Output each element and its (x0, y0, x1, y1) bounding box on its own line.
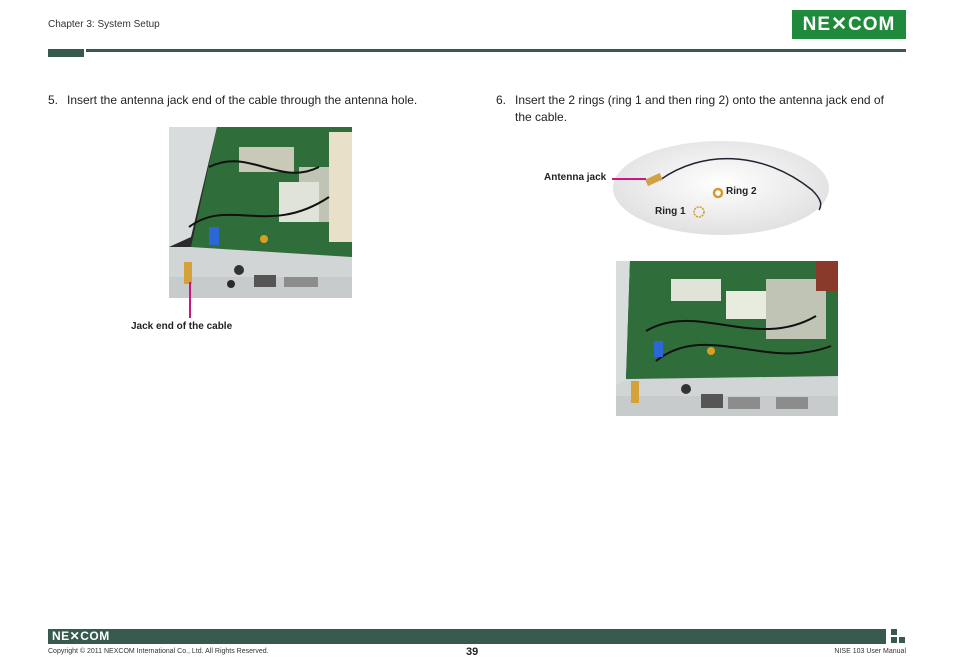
chassis-illustration (169, 127, 352, 298)
page-number: 39 (466, 646, 479, 658)
ring1-label: Ring 1 (655, 206, 686, 217)
manual-title: NISE 103 User Manual (834, 648, 906, 655)
jack-leader-line (189, 282, 191, 318)
ring2-label: Ring 2 (726, 186, 757, 197)
chassis-photo-routed (616, 261, 838, 416)
header-block (48, 49, 84, 57)
step-text: Insert the antenna jack end of the cable… (67, 93, 418, 107)
antenna-cable-oval (612, 140, 830, 236)
jack-end-label: Jack end of the cable (131, 321, 233, 332)
antenna-jack-leader (612, 178, 646, 180)
chapter-title: Chapter 3: System Setup (48, 19, 160, 30)
header-rule (86, 49, 906, 52)
footer-bar (48, 629, 886, 644)
chassis-photo-jack (169, 127, 352, 298)
step-5: 5. Insert the antenna jack end of the cab… (48, 92, 448, 109)
step-6: 6. Insert the 2 rings (ring 1 and then ri… (496, 92, 906, 126)
footer-square-1 (891, 629, 897, 635)
antenna-jack-label: Antenna jack (544, 172, 607, 183)
step-number: 5. (48, 93, 59, 107)
footer-logo: NE✕COM (52, 629, 110, 643)
step-number: 6. (496, 93, 507, 107)
chassis-illustration-2 (616, 261, 838, 416)
step-text-line2: the cable. (515, 110, 568, 124)
footer-square-2 (891, 637, 897, 643)
cable-illustration (613, 141, 829, 235)
nexcom-logo: NE✕COM (792, 10, 906, 39)
footer-square-3 (899, 637, 905, 643)
logo-text: NE✕COM (802, 14, 896, 35)
copyright: Copyright © 2011 NEXCOM International Co… (48, 648, 269, 655)
step-text-line1: Insert the 2 rings (ring 1 and then ring… (515, 93, 884, 107)
